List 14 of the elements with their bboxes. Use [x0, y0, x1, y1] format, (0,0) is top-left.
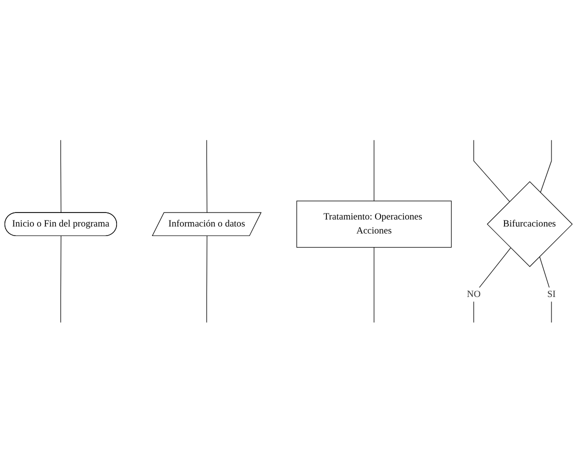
flowchart-node: Bifurcaciones [486, 180, 573, 267]
flowchart-node: Información o datos [152, 212, 262, 236]
connector-line [60, 139, 62, 213]
connector-line [206, 139, 208, 213]
connector-line [206, 235, 208, 323]
edge-label: SI [547, 288, 556, 300]
connector-line [473, 139, 510, 202]
connector-line [540, 139, 552, 193]
edge-label: NO [466, 288, 481, 300]
connector-line [539, 256, 552, 323]
flowchart-node: Inicio o Fin del programa [4, 212, 117, 236]
flowchart-node: Tratamiento: Operaciones Acciones [296, 200, 452, 248]
connector-line [60, 235, 62, 323]
connector-line [473, 247, 511, 323]
